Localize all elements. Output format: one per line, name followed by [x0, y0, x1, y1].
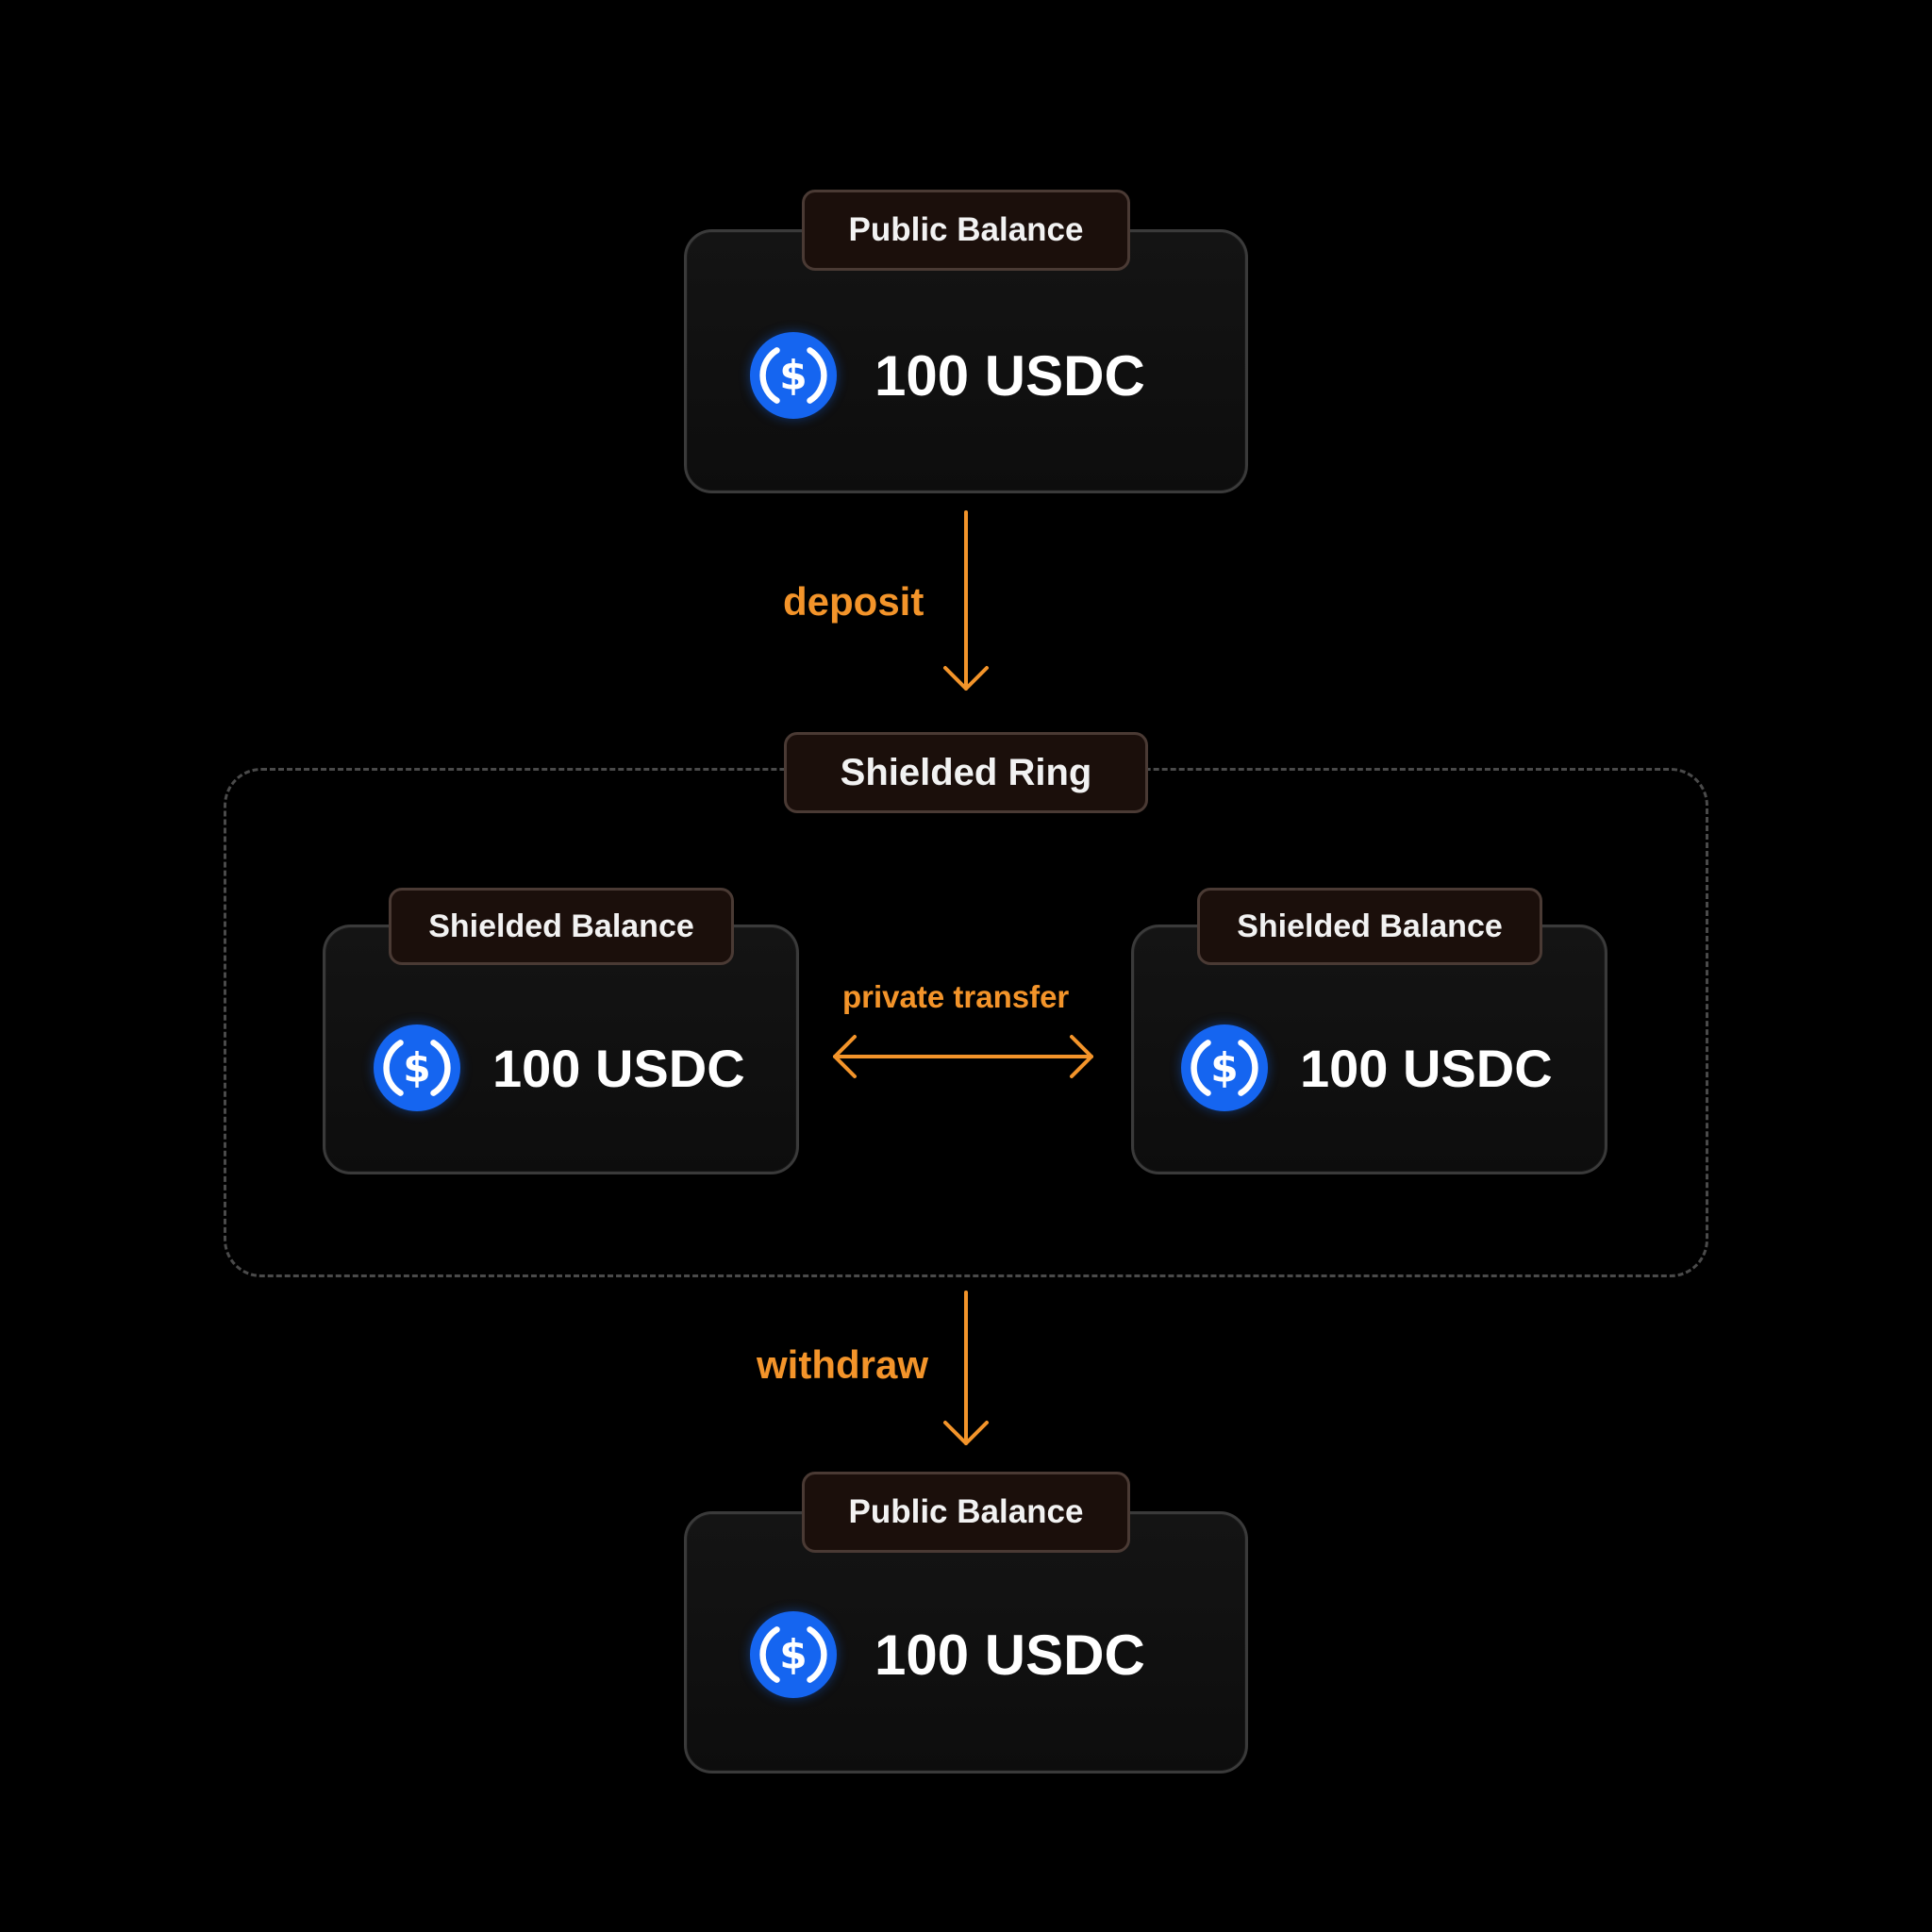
- svg-text:$: $: [779, 1632, 807, 1678]
- usdc-coin-icon: $: [374, 1024, 460, 1111]
- deposit-arrow: [943, 510, 989, 691]
- bottom-public-balance-label: Public Balance: [802, 1472, 1130, 1553]
- left-shielded-balance-label: Shielded Balance: [389, 888, 734, 965]
- right-amount: 100 USDC: [1300, 1038, 1553, 1098]
- left-amount-row: $ 100 USDC: [374, 1023, 745, 1113]
- svg-text:$: $: [403, 1045, 430, 1091]
- withdraw-label: withdraw: [757, 1342, 929, 1387]
- usdc-coin-icon: $: [750, 332, 837, 419]
- svg-text:$: $: [1210, 1045, 1238, 1091]
- bottom-amount: 100 USDC: [874, 1623, 1145, 1687]
- deposit-label: deposit: [783, 579, 924, 624]
- usdc-coin-icon: $: [1181, 1024, 1268, 1111]
- shielded-ring-label: Shielded Ring: [784, 732, 1148, 813]
- top-amount-row: $ 100 USDC: [750, 330, 1145, 421]
- bottom-amount-row: $ 100 USDC: [750, 1609, 1145, 1700]
- private-transfer-arrow: [833, 1035, 1093, 1078]
- top-amount: 100 USDC: [874, 343, 1145, 408]
- private-transfer-label: private transfer: [842, 979, 1070, 1014]
- usdc-coin-icon: $: [750, 1611, 837, 1698]
- withdraw-arrow: [943, 1291, 989, 1445]
- top-public-balance-label: Public Balance: [802, 190, 1130, 271]
- right-amount-row: $ 100 USDC: [1181, 1023, 1553, 1113]
- svg-text:$: $: [779, 353, 807, 399]
- left-amount: 100 USDC: [492, 1038, 745, 1098]
- right-shielded-balance-label: Shielded Balance: [1197, 888, 1542, 965]
